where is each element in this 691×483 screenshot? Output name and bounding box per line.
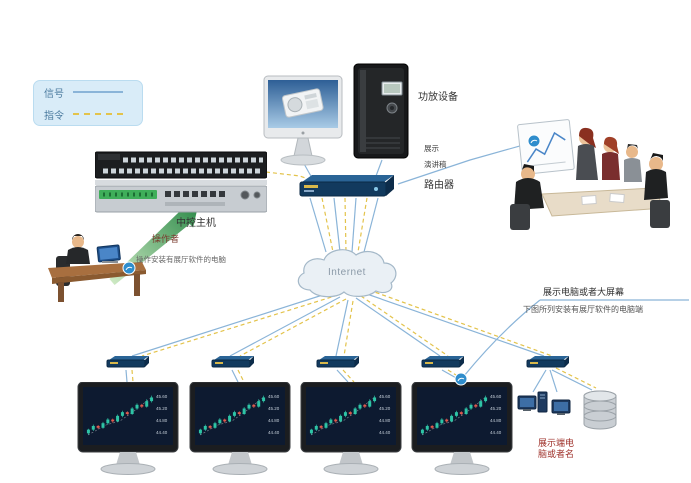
- operator-illustration: [42, 228, 150, 311]
- display-monitor-2: 45.60 45.20 44.80 44.40: [188, 381, 292, 483]
- amplifier-label: 功放设备: [418, 92, 458, 103]
- svg-text:44.40: 44.40: [379, 430, 391, 435]
- svg-text:44.40: 44.40: [268, 430, 280, 435]
- svg-text:44.80: 44.80: [156, 418, 168, 423]
- switch-2: [210, 354, 256, 375]
- router-device: [296, 172, 396, 207]
- display-note-sub: 下图所列安装有展厅软件的电脑端: [523, 305, 643, 314]
- speech-label: 演讲稿: [424, 160, 447, 169]
- legend-signal-label: 信号: [44, 88, 64, 100]
- command-lines: [131, 171, 597, 389]
- database-stack: [583, 390, 617, 430]
- svg-text:45.60: 45.60: [156, 394, 168, 399]
- display-monitor-4: 45.60 45.20 44.80 44.40: [410, 381, 514, 483]
- central-host-rack: [94, 150, 268, 223]
- svg-text:45.20: 45.20: [156, 406, 168, 411]
- presenter-computer: [262, 74, 344, 173]
- display-node-badge: [454, 372, 468, 386]
- switch-3: [315, 354, 361, 375]
- svg-text:45.20: 45.20: [379, 406, 391, 411]
- candlestick-chart: 45.60 45.20 44.80 44.40: [86, 394, 168, 436]
- display-monitor-1: 45.60 45.20 44.80 44.40: [76, 381, 180, 483]
- command-line-sample: [73, 113, 123, 115]
- signal-lines: [125, 141, 689, 393]
- svg-text:44.40: 44.40: [490, 430, 502, 435]
- internet-label: Internet: [328, 267, 366, 278]
- switch-4: [420, 354, 466, 375]
- internet-cloud: [292, 246, 410, 309]
- terminal-computers: [512, 384, 624, 447]
- legend-command-row: 指令: [44, 107, 132, 122]
- screen-device-image: [281, 88, 324, 118]
- svg-text:44.80: 44.80: [379, 418, 391, 423]
- terminal-label-line2: 脑或者名: [538, 449, 575, 459]
- router-label: 路由器: [424, 180, 454, 191]
- display-monitor-3: 45.60 45.20 44.80 44.40: [299, 381, 403, 483]
- candlestick-chart: 45.60 45.20 44.80 44.40: [309, 394, 391, 436]
- legend-command-label: 指令: [44, 110, 64, 122]
- flipchart: [517, 119, 575, 175]
- svg-text:45.20: 45.20: [490, 406, 502, 411]
- svg-text:45.60: 45.60: [268, 394, 280, 399]
- svg-text:44.80: 44.80: [490, 418, 502, 423]
- meeting-node-badge: [527, 134, 541, 148]
- candlestick-chart: 45.60 45.20 44.80 44.40: [198, 394, 280, 436]
- switch-1: [105, 354, 151, 375]
- legend: 信号 指令: [33, 80, 143, 126]
- meeting-illustration: [498, 108, 684, 245]
- svg-text:45.20: 45.20: [268, 406, 280, 411]
- svg-text:45.60: 45.60: [379, 394, 391, 399]
- display-note-title: 展示电脑或者大屏幕: [543, 287, 625, 297]
- legend-signal-row: 信号: [44, 85, 132, 100]
- display-label: 展示: [424, 144, 439, 153]
- central-host-label: 中控主机: [176, 218, 216, 229]
- signal-line-sample: [73, 91, 123, 93]
- operator-note-label: 操作安装有展厅软件的电脑: [136, 255, 226, 264]
- operator-node-badge: [122, 261, 136, 275]
- terminal-label-line1: 展示端电: [538, 438, 575, 448]
- svg-text:44.40: 44.40: [156, 430, 168, 435]
- candlestick-chart: 45.60 45.20 44.80 44.40: [420, 394, 502, 436]
- operator-label: 操作者: [152, 234, 180, 244]
- switch-5: [525, 354, 571, 375]
- badge-glyphs: [125, 139, 538, 382]
- svg-text:44.80: 44.80: [268, 418, 280, 423]
- svg-text:45.60: 45.60: [490, 394, 502, 399]
- amplifier-device: [352, 62, 412, 167]
